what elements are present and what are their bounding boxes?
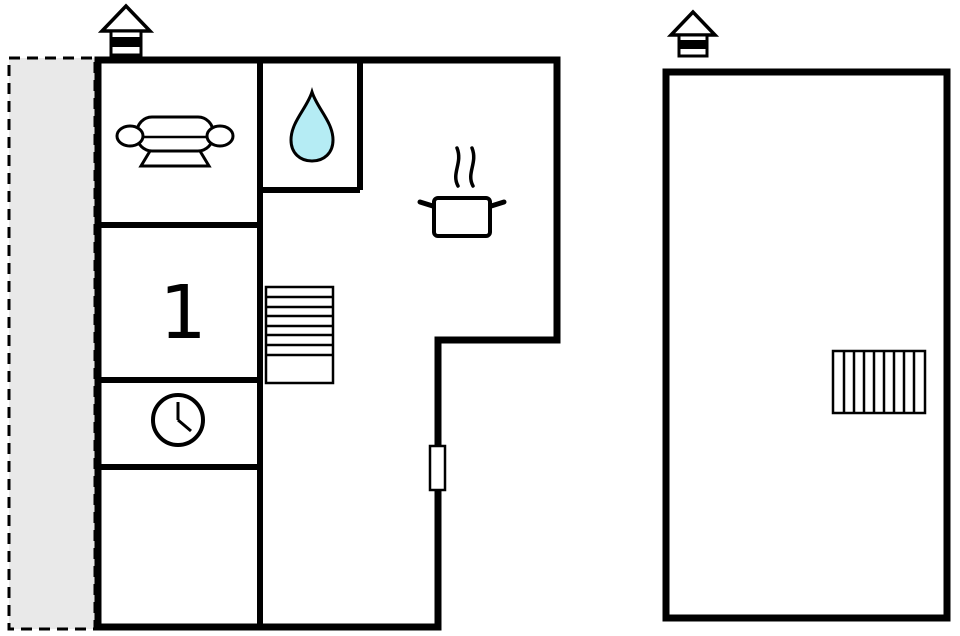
chimney-roof bbox=[97, 3, 155, 33]
clock-hand-hour bbox=[177, 418, 192, 433]
cooking-pot-icon bbox=[417, 146, 507, 238]
sofa-armrest-right bbox=[205, 124, 235, 148]
annex-outline bbox=[662, 68, 951, 622]
water-drop-icon bbox=[289, 86, 335, 163]
pot-body bbox=[432, 196, 492, 238]
stairs-icon bbox=[831, 349, 927, 415]
door bbox=[428, 444, 447, 492]
chimney-band bbox=[111, 37, 141, 47]
chimney-icon bbox=[97, 3, 155, 57]
interior-walls bbox=[98, 60, 363, 627]
chimney-band bbox=[679, 40, 707, 49]
sofa-seat bbox=[135, 115, 215, 153]
bedroom-number-label: 1 bbox=[159, 270, 206, 356]
sofa-icon bbox=[115, 115, 235, 168]
clock-icon bbox=[151, 393, 205, 447]
sofa-armrest-left bbox=[115, 124, 145, 148]
chimney-roof bbox=[666, 9, 720, 37]
chimney-icon bbox=[666, 9, 720, 58]
stairs-steps bbox=[266, 295, 333, 357]
stairs-icon bbox=[264, 285, 335, 385]
stairs-outline bbox=[831, 349, 927, 415]
steam-line bbox=[468, 146, 476, 188]
steam-line bbox=[453, 146, 461, 188]
stairs-steps bbox=[842, 351, 916, 413]
terrace-area bbox=[7, 56, 97, 631]
sofa-base bbox=[138, 150, 212, 168]
